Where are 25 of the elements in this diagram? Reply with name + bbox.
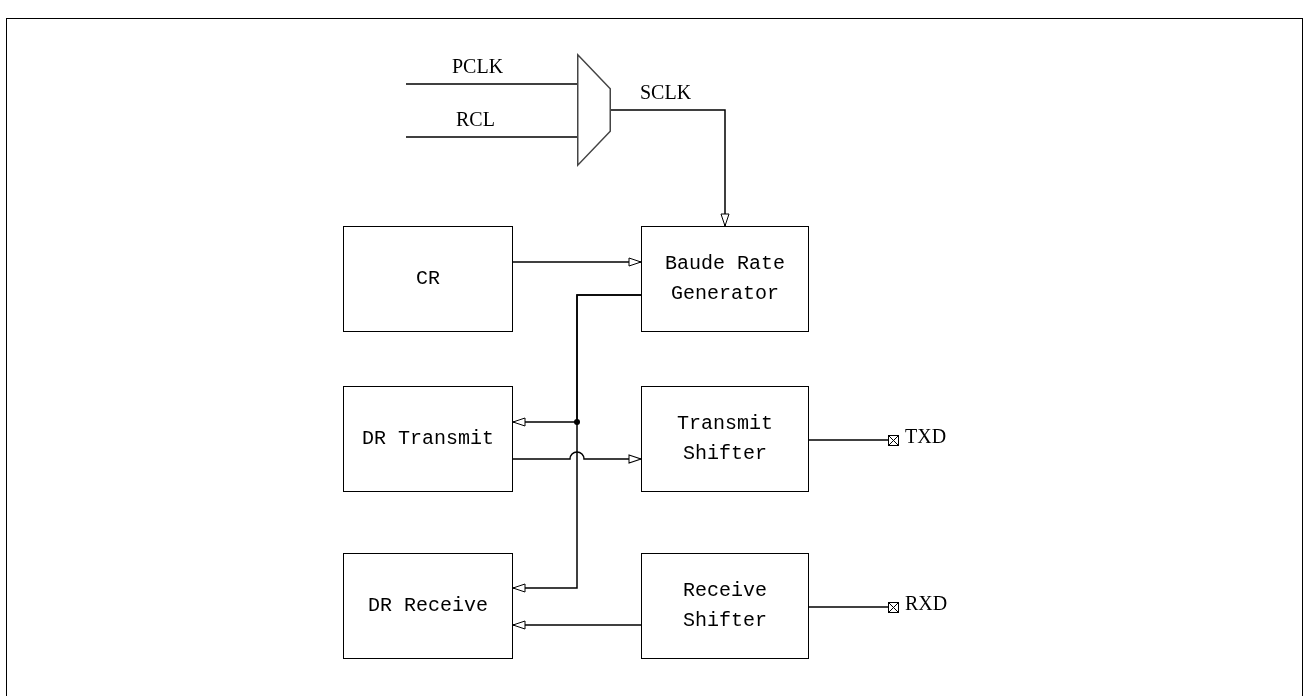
multiplexer <box>577 54 611 166</box>
block <box>641 553 809 659</box>
block <box>343 553 513 659</box>
connector-arrow <box>512 257 642 267</box>
block-label: CR <box>416 266 440 292</box>
block-label: DR Receive <box>368 593 488 619</box>
pin-terminal <box>888 435 899 446</box>
connector-arrow <box>610 109 730 227</box>
block <box>343 386 513 492</box>
block-label: Transmit Shifter <box>676 411 774 467</box>
signal-label: SCLK <box>640 82 692 102</box>
block-label: Receive Shifter <box>682 578 768 634</box>
pin-label: RXD <box>905 593 948 613</box>
block <box>343 226 513 332</box>
block <box>641 386 809 492</box>
block-label: Baude Rate Generator <box>664 251 786 307</box>
pin-terminal <box>888 602 899 613</box>
signal-label: PCLK <box>452 56 504 76</box>
signal-label: RCL <box>456 109 495 129</box>
connector-arrow <box>512 294 642 593</box>
block <box>641 226 809 332</box>
pin-label: TXD <box>905 426 947 446</box>
block-label: DR Transmit <box>362 426 494 452</box>
connector-arrow <box>512 620 642 630</box>
connector-arrow <box>512 451 642 464</box>
